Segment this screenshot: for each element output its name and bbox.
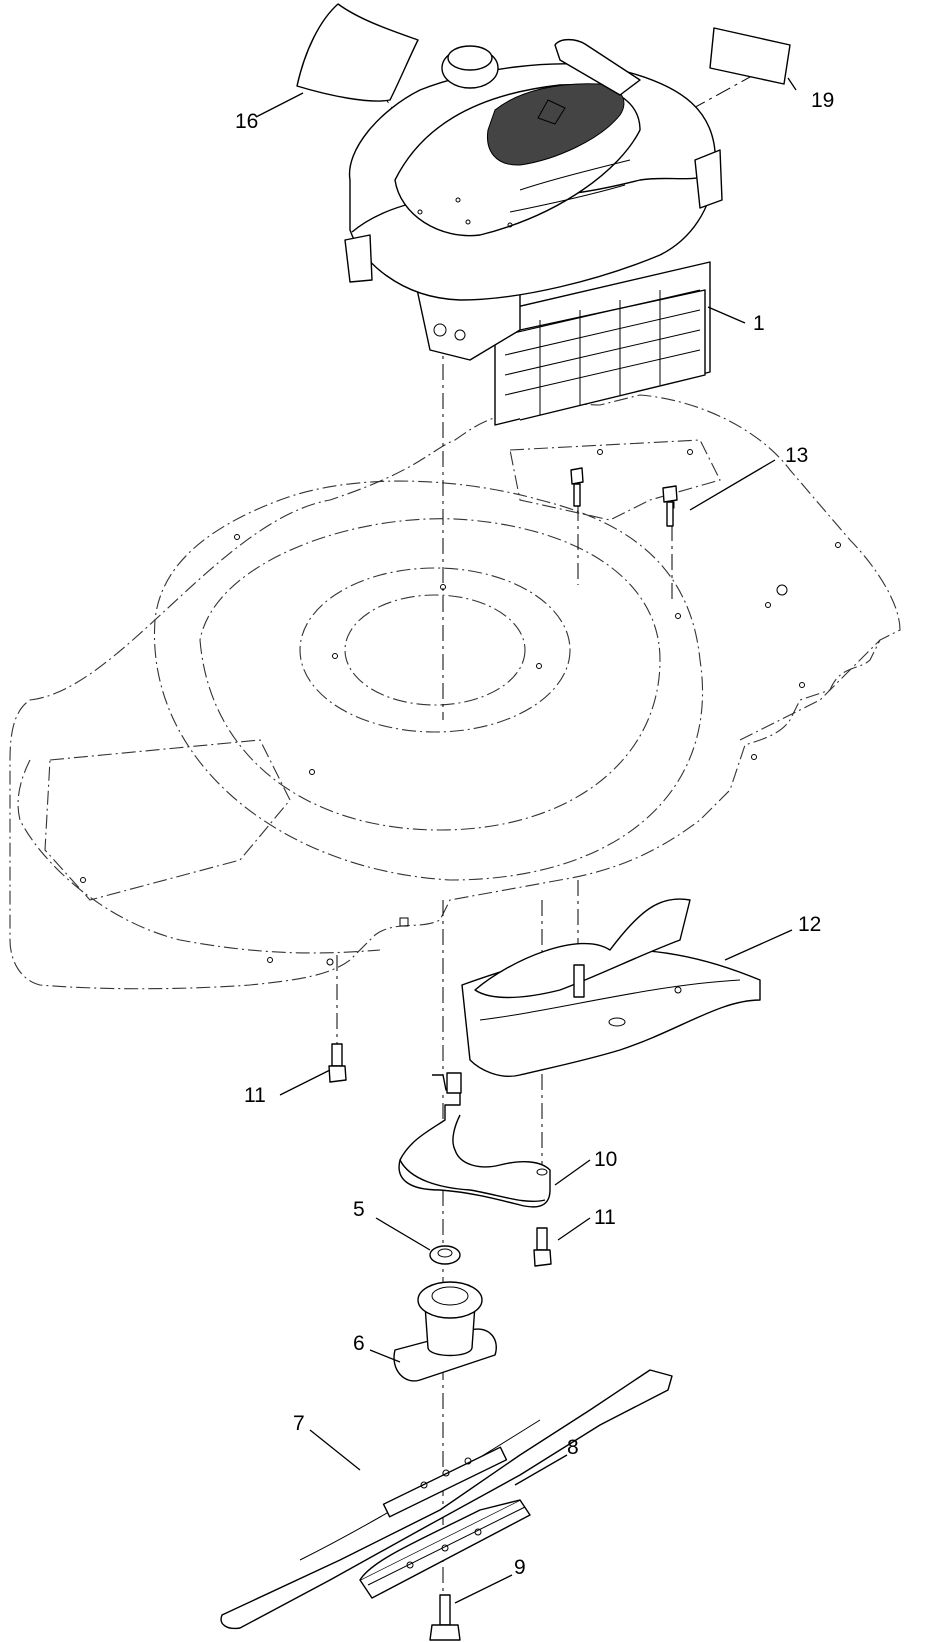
blade-part-7 [220,1369,673,1630]
callout-12: 12 [798,913,821,936]
callout-13: 13 [785,444,808,467]
callout-19: 19 [811,89,834,112]
mower-deck [9,394,901,990]
bracket-part-10 [398,1072,551,1208]
blade-bolt-part-9 [429,1594,461,1641]
callout-labels: 1 5 6 7 8 9 10 11 11 12 13 16 19 [235,89,834,1579]
blade-support-part-8 [359,1499,531,1599]
blade-adapter-part-6 [393,1281,497,1382]
label-part-19 [709,27,791,85]
callout-7: 7 [293,1412,305,1435]
callout-5: 5 [353,1198,365,1221]
engine-bolt-part-13 [570,467,678,527]
callout-8: 8 [567,1436,579,1459]
callout-1: 1 [753,312,765,335]
alignment-lines [336,59,782,1620]
callout-10: 10 [594,1148,617,1171]
callout-6: 6 [353,1332,365,1355]
baffle-part-12 [461,898,761,1077]
callout-9: 9 [514,1556,526,1579]
callout-11b: 11 [594,1206,616,1229]
washer-part-5 [429,1245,461,1265]
bolt-part-11b [533,1227,552,1267]
callout-16: 16 [235,110,258,133]
bolt-part-11a [328,1043,347,1083]
leader-lines [255,77,797,1604]
engine-part-1 [344,38,723,426]
callout-11a: 11 [244,1084,266,1107]
decal-part-16 [296,3,419,102]
